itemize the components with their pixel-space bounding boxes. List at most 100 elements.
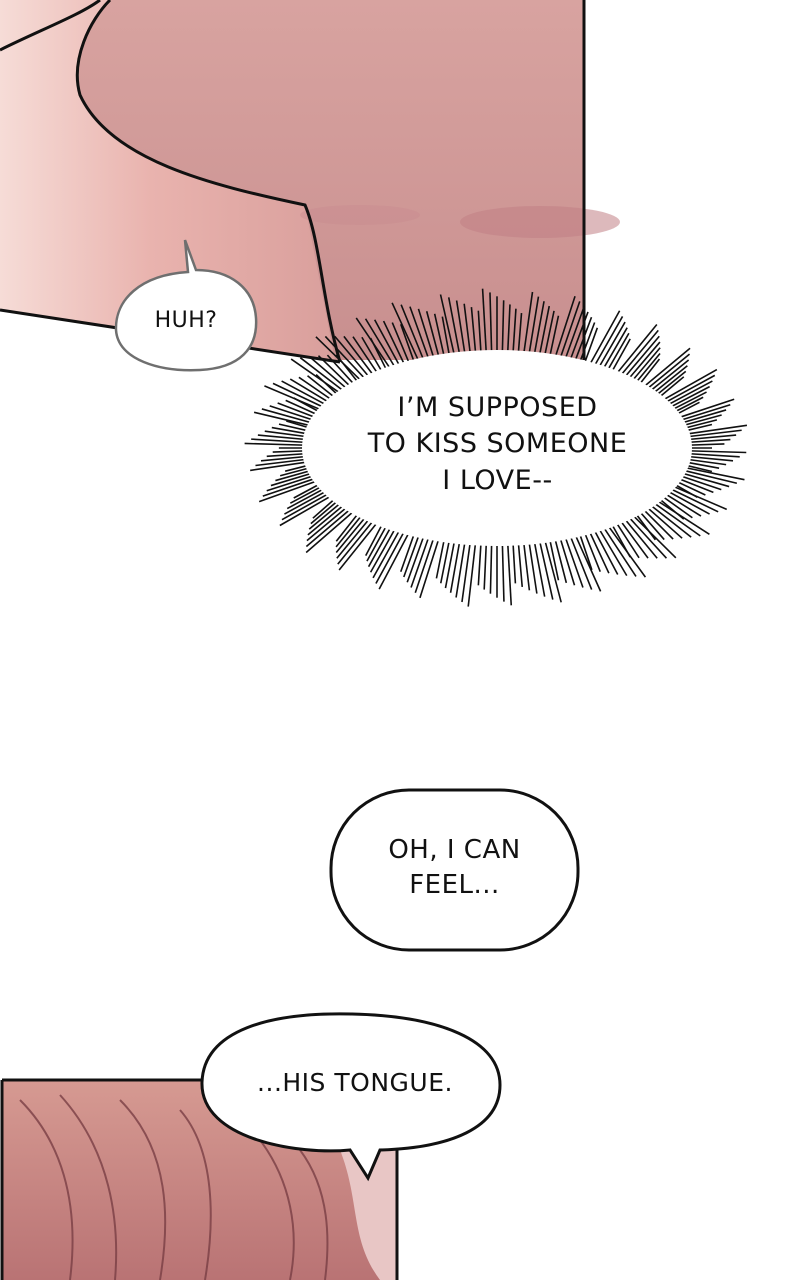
burst-spike: [577, 530, 593, 571]
burst-spike: [317, 355, 355, 391]
burst-spike: [409, 306, 431, 363]
burst-spike: [573, 316, 593, 365]
burst-spike: [621, 335, 660, 381]
speech-text-shout: I’M SUPPOSED TO KISS SOMEONE I LOVE--: [330, 390, 665, 499]
burst-spike: [625, 341, 661, 383]
burst-spike: [489, 292, 493, 357]
burst-spike: [548, 536, 560, 581]
burst-spike: [477, 310, 482, 357]
burst-spike: [261, 408, 319, 426]
burst-spike: [512, 308, 517, 357]
burst-spike: [367, 523, 394, 568]
burst-spike: [326, 354, 358, 389]
burst-spike: [517, 539, 524, 587]
burst-spike: [335, 513, 369, 554]
burst-spike: [307, 501, 348, 536]
burst-spike: [568, 311, 589, 364]
burst-spike: [621, 515, 658, 559]
burst-spike: [439, 294, 456, 359]
burst-spike: [522, 291, 534, 358]
burst-spike: [543, 536, 562, 603]
burst-spike: [400, 530, 417, 572]
burst-spike: [391, 302, 421, 365]
burst-spike: [455, 300, 467, 358]
speech-text-huh: HUH?: [154, 308, 218, 333]
burst-spike: [324, 335, 369, 383]
burst-spike: [558, 534, 576, 586]
face-closeup-shape: [0, 0, 335, 360]
burst-spike: [281, 490, 334, 521]
burst-spike: [467, 539, 477, 607]
shout-line-1: I’M SUPPOSED: [397, 392, 598, 423]
burst-spike: [563, 533, 584, 588]
burst-spike: [532, 301, 545, 358]
burst-spike: [439, 536, 451, 584]
burst-spike: [609, 338, 631, 376]
burst-spike: [391, 322, 412, 367]
burst-spike: [378, 528, 412, 590]
burst-spike: [662, 380, 713, 409]
burst-spike: [582, 529, 601, 572]
burst-spike: [587, 527, 610, 574]
burst-spike: [435, 536, 446, 579]
burst-spike: [400, 324, 417, 366]
burst-spike: [649, 365, 688, 397]
burst-spike: [382, 320, 407, 369]
burst-spike: [646, 359, 690, 395]
burst-spike: [568, 532, 593, 590]
burst-spike: [667, 483, 728, 511]
blush-shadow: [300, 205, 420, 225]
burst-spike: [646, 501, 692, 538]
burst-spike: [315, 336, 365, 385]
burst-spike: [262, 475, 322, 497]
burst-spike: [372, 526, 403, 579]
burst-spike: [343, 335, 377, 379]
burst-spike: [489, 539, 493, 594]
burst-spike: [548, 315, 560, 360]
burst-spike: [596, 524, 628, 577]
burst-spike: [281, 380, 332, 409]
burst-spike: [538, 537, 554, 600]
burst-spike: [444, 537, 456, 589]
burst-spike: [305, 505, 355, 548]
burst-spike: [364, 318, 398, 372]
burst-spike: [264, 385, 327, 413]
burst-spike: [613, 518, 640, 559]
burst-spike: [600, 523, 637, 577]
burst-spike: [251, 438, 313, 444]
burst-spike: [449, 538, 462, 593]
burst-spike: [664, 485, 719, 513]
burst-spike: [299, 357, 348, 395]
burst-spike: [375, 527, 407, 584]
blush-shadow: [460, 206, 620, 238]
burst-spike: [605, 521, 647, 578]
burst-spike: [425, 311, 441, 361]
burst-spike: [577, 322, 596, 366]
burst-spike: [403, 531, 421, 578]
burst-spike: [308, 355, 352, 393]
burst-spike: [366, 522, 389, 562]
burst-spike: [652, 497, 710, 535]
burst-spike: [522, 538, 531, 591]
burst-spike: [470, 307, 477, 357]
burst-spike: [677, 468, 738, 485]
burst-spike: [527, 538, 538, 594]
burst-spike: [639, 347, 691, 391]
burst-spike: [361, 336, 385, 376]
burst-spike: [400, 304, 426, 364]
burst-spike: [369, 525, 398, 573]
burst-spike: [629, 347, 661, 385]
burst-spike: [625, 513, 668, 559]
burst-spike: [506, 304, 511, 357]
burst-spike: [532, 538, 546, 597]
face-contour-line: [75, 0, 342, 363]
burst-spike: [617, 517, 649, 559]
burst-spike: [543, 310, 555, 360]
hair-strands: [19, 1094, 329, 1280]
burst-spike: [672, 398, 735, 421]
burst-spike: [410, 533, 431, 588]
burst-spike: [501, 300, 505, 357]
burst-spike: [501, 539, 505, 602]
